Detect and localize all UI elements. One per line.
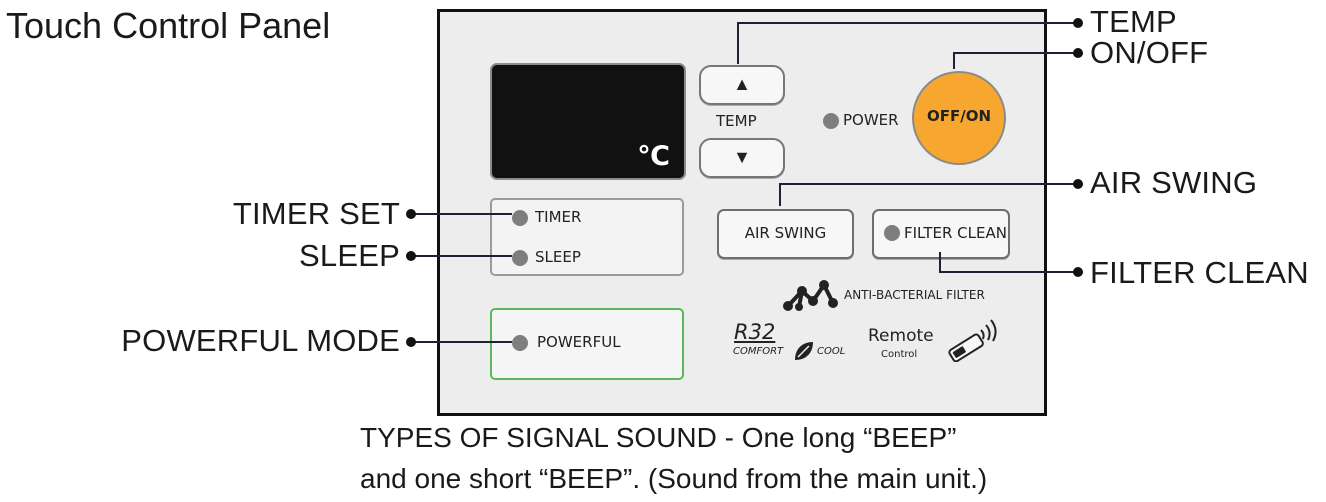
power-indicator-led <box>823 113 839 129</box>
temperature-display: ℃ <box>490 63 686 180</box>
power-label: POWER <box>843 111 899 129</box>
sleep-label: SLEEP <box>535 248 581 266</box>
powerful-mode-group: POWERFUL <box>490 308 684 380</box>
filter-clean-button-label: FILTER CLEAN <box>904 224 1007 242</box>
timer-label: TIMER <box>535 208 582 226</box>
onoff-button[interactable]: OFF/ON <box>912 71 1006 165</box>
powerful-indicator-led <box>512 335 528 351</box>
callout-sleep: SLEEP <box>299 238 400 273</box>
temp-up-button[interactable]: ▲ <box>699 65 785 105</box>
triangle-down-icon: ▼ <box>733 147 751 167</box>
callout-powerful-mode: POWERFUL MODE <box>121 323 400 358</box>
celsius-unit: ℃ <box>637 141 670 172</box>
air-swing-button-label: AIR SWING <box>744 224 827 242</box>
timer-indicator-led <box>512 210 528 226</box>
callout-timer-set: TIMER SET <box>232 196 400 231</box>
onoff-button-label: OFF/ON <box>926 107 992 125</box>
signal-sound-note-line2: and one short “BEEP”. (Sound from the ma… <box>360 463 988 494</box>
comfort-label: COMFORT <box>733 346 784 357</box>
leaf-icon <box>795 342 813 360</box>
remote-label: Remote <box>868 326 934 346</box>
anti-bacterial-molecule-icon <box>783 280 838 311</box>
filter-clean-button[interactable]: FILTER CLEAN <box>872 209 1010 259</box>
filter-indicator-led <box>884 225 900 241</box>
timer-sleep-group: TIMER SLEEP <box>490 198 684 276</box>
signal-sound-note-line1: TYPES OF SIGNAL SOUND - One long “BEEP” <box>360 422 957 453</box>
callout-air-swing: AIR SWING <box>1090 165 1258 200</box>
powerful-label: POWERFUL <box>537 333 621 351</box>
cool-label: COOL <box>817 346 846 357</box>
callout-filter-clean: FILTER CLEAN <box>1090 255 1309 290</box>
callout-onoff: ON/OFF <box>1090 35 1209 70</box>
anti-bacterial-filter-label: ANTI-BACTERIAL FILTER <box>844 288 985 302</box>
triangle-up-icon: ▲ <box>733 74 751 94</box>
callout-temp: TEMP <box>1090 4 1177 39</box>
temp-down-button[interactable]: ▼ <box>699 138 785 178</box>
control-panel: ℃ ▲ TEMP ▼ POWER OFF/ON TIMER SLEEP AIR … <box>437 9 1047 416</box>
temp-label: TEMP <box>716 112 757 130</box>
remote-control-icon <box>948 319 997 362</box>
r32-logo-label: R32 <box>734 320 776 344</box>
diagram-title: Touch Control Panel <box>6 5 331 46</box>
control-label: Control <box>881 349 918 360</box>
sleep-indicator-led <box>512 250 528 266</box>
air-swing-button[interactable]: AIR SWING <box>717 209 854 259</box>
